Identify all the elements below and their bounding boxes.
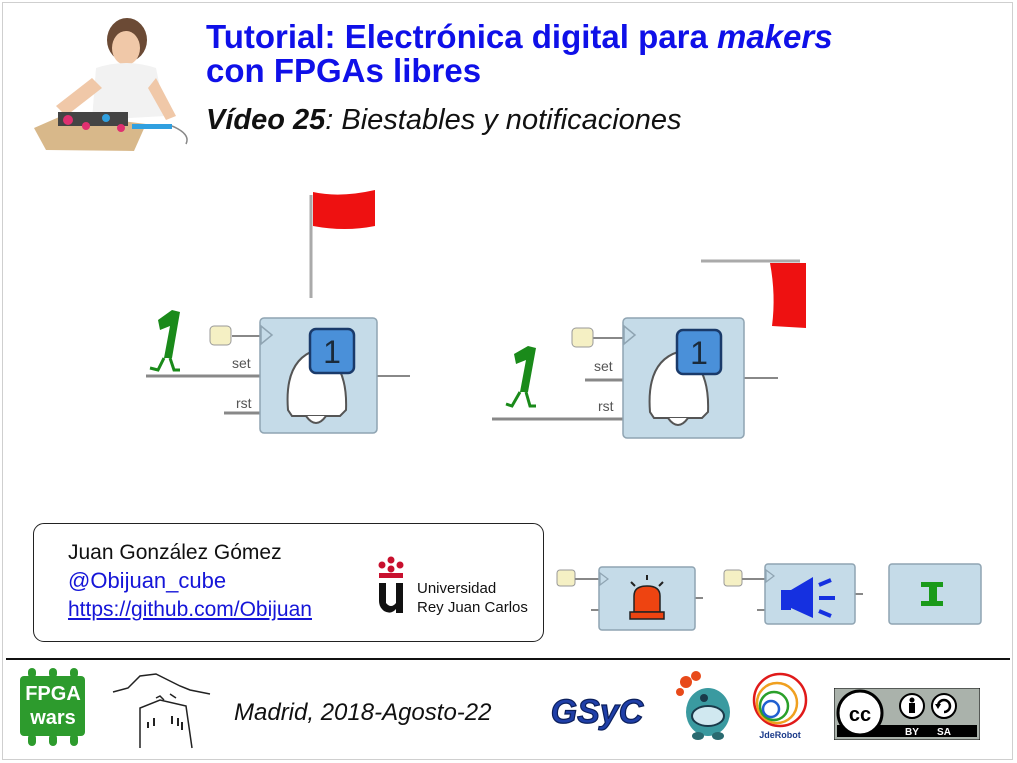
clock-pin xyxy=(571,327,594,348)
set-pin-label: set xyxy=(594,358,613,374)
video-subtitle: Vídeo 25: Biestables y notificaciones xyxy=(206,104,682,137)
logic-symbol-icon xyxy=(921,582,943,606)
author-name: Juan González Gómez xyxy=(68,541,282,564)
cc-by-label: BY xyxy=(905,727,919,738)
lowered-flag-icon xyxy=(701,259,806,328)
clock-pin xyxy=(556,569,576,587)
siren-icon xyxy=(629,575,665,620)
raised-flag-icon xyxy=(309,190,375,298)
clock-pin xyxy=(209,325,232,346)
video-number: Vídeo 25 xyxy=(206,104,326,136)
castle-sketch-icon xyxy=(112,673,211,749)
walking-one-icon xyxy=(149,310,180,372)
university-line1: Universidad xyxy=(417,580,497,597)
child-with-circuit-photo xyxy=(26,16,198,158)
title-line2: con FPGAs libres xyxy=(206,52,482,89)
cc-icon: cc xyxy=(849,704,871,726)
state-digit-box xyxy=(308,327,356,375)
state-digit: 1 xyxy=(323,334,341,370)
footer-divider xyxy=(6,658,1010,660)
creative-commons-badge: cc BY SA xyxy=(834,688,980,740)
university-line2: Rey Juan Carlos xyxy=(417,599,528,616)
walking-one-icon xyxy=(505,346,536,408)
page-title: Tutorial: Electrónica digital para maker… xyxy=(206,20,833,88)
fpgawars-logo-line1: FPGA xyxy=(25,683,81,705)
set-pin-label: set xyxy=(232,355,251,371)
gsyc-logo: GSyC xyxy=(550,692,644,731)
footer-date: Madrid, 2018-Agosto-22 xyxy=(234,699,492,726)
state-digit: 1 xyxy=(690,335,708,371)
robot-mascot-icon xyxy=(676,671,730,740)
author-card xyxy=(33,523,544,642)
fpgawars-logo-line2: wars xyxy=(29,707,76,729)
title-line1: Tutorial: Electrónica digital para maker… xyxy=(206,18,833,55)
author-github-link[interactable]: https://github.com/Obijuan xyxy=(68,598,312,621)
title-text: Tutorial: Electrónica digital para xyxy=(206,18,717,55)
gsyc-logo-text: GSyC xyxy=(551,693,644,731)
jderobot-logo-text: JdeRobot xyxy=(759,730,801,740)
jderobot-logo: JdeRobot xyxy=(752,672,808,740)
cc-sa-label: SA xyxy=(937,727,951,738)
video-topic: : Biestables y notificaciones xyxy=(325,104,682,136)
rst-pin-label: rst xyxy=(598,398,614,414)
author-twitter[interactable]: @Obijuan_cube xyxy=(68,568,227,593)
university-crest-icon xyxy=(378,556,404,613)
title-emphasis: makers xyxy=(716,18,833,55)
notification-blocks xyxy=(556,563,982,631)
flipflop-diagram: set rst 1 set rst 1 xyxy=(146,190,806,439)
speaker-icon xyxy=(781,577,835,618)
rst-pin-label: rst xyxy=(236,395,252,411)
clock-pin xyxy=(723,569,743,587)
university-name: Universidad Rey Juan Carlos xyxy=(417,579,528,617)
fpgawars-logo: FPGA wars xyxy=(20,668,85,746)
state-digit-box xyxy=(675,328,723,376)
